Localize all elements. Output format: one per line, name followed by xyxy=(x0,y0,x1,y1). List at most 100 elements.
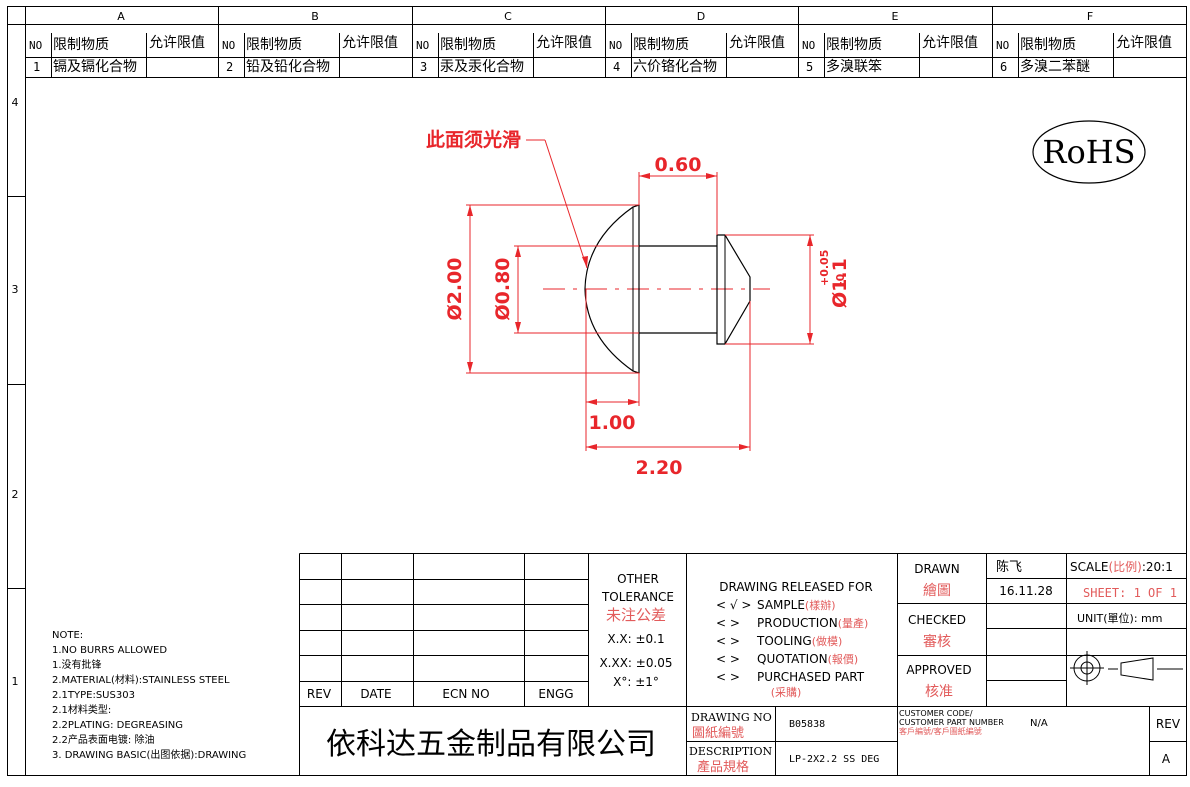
tolerance-xxx: X.XX: ±0.05 xyxy=(599,656,672,670)
part-drawing: 此面须光滑 0.60 1.00 2.20 Ø2.00 Ø0.80 Ø1.1 +0… xyxy=(426,128,851,479)
tolerance-title-2: TOLERANCE xyxy=(601,590,674,604)
dimension-arrows xyxy=(467,173,813,450)
restricted-substance-header: 限制物质 xyxy=(246,37,302,53)
grid-row-1: 1 xyxy=(12,675,19,688)
dim-total-length: 2.20 xyxy=(636,457,683,479)
rivet-shank xyxy=(639,245,717,334)
restricted-no-header: NO xyxy=(802,39,815,52)
note-line: 3. DRAWING BASIC(出图依据):DRAWING xyxy=(52,748,246,761)
notes-block: NOTE: 1.NO BURRS ALLOWED 1.没有批锋 2.MATERIAL… xyxy=(52,630,246,761)
restricted-substance: 多溴二苯醚 xyxy=(1020,58,1090,75)
release-checkbox: < √ > xyxy=(716,598,751,612)
release-checkbox: < > xyxy=(716,616,740,630)
grid-col-f: F xyxy=(1087,10,1093,23)
restricted-group: NO 限制物质 允许限值 3 汞及汞化合物 xyxy=(416,24,606,78)
rohs-mark: RoHS xyxy=(1032,120,1146,184)
tolerance-title-cn: 未注公差 xyxy=(606,606,666,624)
description-label-cn: 產品規格 xyxy=(697,759,749,775)
dim-tip-tol-lower: -0 xyxy=(834,273,847,286)
release-option: QUOTATION(報價) xyxy=(757,652,858,666)
grid-col-e: E xyxy=(892,10,899,23)
note-line: 1.没有批锋 xyxy=(52,658,102,671)
restricted-no-header: NO xyxy=(996,39,1009,52)
restricted-no: 2 xyxy=(226,60,233,74)
sheet-text: SHEET: 1 OF 1 xyxy=(1083,586,1177,600)
unit-text: UNIT(單位): mm xyxy=(1077,611,1162,625)
checked-label: CHECKED xyxy=(908,613,966,627)
release-block: DRAWING RELEASED FOR < √ >SAMPLE(樣辦)< >P… xyxy=(716,580,873,699)
restricted-no-header: NO xyxy=(609,39,622,52)
customer-label-2: CUSTOMER PART NUMBER xyxy=(899,718,1004,727)
restricted-no-header: NO xyxy=(416,39,429,52)
restricted-limit-header: 允许限值 xyxy=(149,35,205,51)
restricted-limit-header: 允许限值 xyxy=(729,35,785,51)
restricted-substance: 镉及镉化合物 xyxy=(53,59,137,75)
grid-col-a: A xyxy=(117,10,125,23)
dim-head-diameter: Ø2.00 xyxy=(444,257,466,320)
engg-header: ENGG xyxy=(538,687,573,701)
surface-note: 此面须光滑 xyxy=(426,128,521,151)
grid-row-4: 4 xyxy=(12,96,19,109)
note-line: 1.NO BURRS ALLOWED xyxy=(52,645,167,656)
title-block: REV DATE ECN NO ENGG OTHER TOLERANCE 未注公… xyxy=(299,553,1187,776)
restricted-limit-header: 允许限值 xyxy=(536,35,592,51)
rohs-label: RoHS xyxy=(1042,133,1135,171)
note-line: 2.MATERIAL(材料):STAINLESS STEEL xyxy=(52,673,230,686)
restricted-no: 6 xyxy=(1000,60,1007,74)
release-checkbox: < > xyxy=(716,652,740,666)
dim-tip-tol-upper: +0.05 xyxy=(818,250,831,286)
release-checkbox: < > xyxy=(716,670,740,684)
restricted-substance: 汞及汞化合物 xyxy=(440,59,524,75)
tolerance-xx: X.X: ±0.1 xyxy=(607,632,664,646)
customer-value: N/A xyxy=(1030,718,1048,729)
restricted-no: 3 xyxy=(420,60,427,74)
release-title: DRAWING RELEASED FOR xyxy=(719,580,872,594)
approved-label: APPROVED xyxy=(906,663,971,677)
restricted-substance-header: 限制物质 xyxy=(633,37,689,53)
restricted-substance-header: 限制物质 xyxy=(440,37,496,53)
sheet-frame xyxy=(7,6,1187,776)
restricted-no-header: NO xyxy=(29,39,42,52)
description-value: LP-2X2.2 SS DEG xyxy=(789,754,879,765)
drawing-no-value: B05838 xyxy=(789,719,825,730)
drawn-name: 陈飞 xyxy=(996,559,1022,575)
company-name: 依科达五金制品有限公司 xyxy=(326,727,656,762)
rev-block-value: A xyxy=(1162,752,1171,766)
release-option-cn: (采購) xyxy=(771,685,802,699)
drawing-no-label-cn: 圖紙編號 xyxy=(692,725,744,741)
dim-head-offset: 1.00 xyxy=(589,412,636,434)
rev-block-label: REV xyxy=(1156,717,1181,731)
restricted-substance-header: 限制物质 xyxy=(826,37,882,53)
restricted-no: 5 xyxy=(806,60,813,74)
note-line: 2.2产品表面电镀: 除油 xyxy=(52,733,154,746)
restricted-substance: 铅及铅化合物 xyxy=(246,59,330,75)
drawn-label: DRAWN xyxy=(914,562,960,576)
notes-title: NOTE: xyxy=(52,630,83,641)
rev-header: REV xyxy=(307,687,332,701)
notes-lines: 1.NO BURRS ALLOWED 1.没有批锋 2.MATERIAL(材料):S… xyxy=(52,645,246,761)
tolerance-angle: X°: ±1° xyxy=(613,675,659,689)
rivet-head xyxy=(584,204,640,374)
ecn-header: ECN NO xyxy=(442,687,489,701)
dim-head-thickness: 0.60 xyxy=(655,154,702,176)
description-label: DESCRIPTION xyxy=(689,745,773,758)
restricted-substance: 六价铬化合物 xyxy=(633,59,717,75)
dim-tip-diameter: Ø1.1 xyxy=(829,258,851,308)
scale-block: SCALE(比例):20:1 SHEET: 1 OF 1 UNIT(單位): m… xyxy=(1070,560,1177,625)
drawn-label-cn: 繪圖 xyxy=(923,582,951,599)
grid-row-labels: 4 3 2 1 xyxy=(12,96,19,688)
grid-column-labels: A B C D E F xyxy=(117,10,1093,23)
customer-label-cn: 客戶編號/客戶圖紙編號 xyxy=(899,726,982,736)
tolerance-block: OTHER TOLERANCE 未注公差 X.X: ±0.1 X.XX: ±0.… xyxy=(599,572,674,689)
signoff-block: DRAWN 繪圖 CHECKED 審核 APPROVED 核准 陈飞 16.11… xyxy=(906,559,1052,700)
restricted-substance-header: 限制物质 xyxy=(1020,37,1076,53)
customer-label-1: CUSTOMER CODE/ xyxy=(899,709,973,718)
drawing-no-label: DRAWING NO xyxy=(691,711,772,724)
